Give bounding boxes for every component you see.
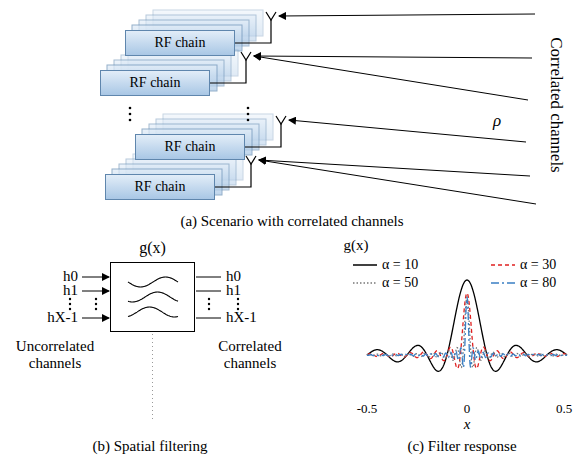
tick-label: 0 (464, 402, 471, 417)
filter-box: g(x) (110, 262, 195, 332)
channel-arrow (254, 56, 532, 58)
channel-name: hX-1 (226, 309, 257, 326)
channel-arrow (289, 120, 526, 142)
filter-name: g(x) (139, 239, 166, 257)
filter-ground (110, 262, 195, 332)
ellipsis-dot (95, 298, 97, 300)
axis-title: x (464, 416, 471, 433)
channel-arrow (259, 160, 530, 176)
rf-chain-box: RF chain (105, 174, 215, 200)
box-label: RF chain (165, 139, 216, 155)
legend-sample (490, 260, 516, 270)
tick-label: -0.5 (357, 402, 378, 417)
sinc-curve (367, 280, 567, 371)
output-line (196, 318, 221, 319)
ellipsis-dot (129, 113, 132, 116)
channel-name: h1 (226, 282, 241, 299)
legend-sample (352, 260, 378, 270)
legend-line (353, 282, 377, 284)
legend-line (491, 264, 515, 266)
antenna-symbol (241, 52, 251, 60)
axis-title: Correlated channels (546, 37, 566, 172)
legend-line (491, 282, 515, 284)
caption: (b) Spatial filtering (93, 438, 208, 455)
tick-label: 0.5 (556, 402, 572, 417)
ellipsis-dot (208, 298, 210, 300)
channel-arrow (259, 160, 536, 204)
ellipsis-dot (237, 303, 239, 305)
antenna-feed (215, 164, 251, 187)
output-line (196, 277, 221, 278)
sinc-curve (367, 293, 567, 369)
ellipsis-dot (95, 303, 97, 305)
group-label: Correlated channels (204, 338, 296, 373)
channel-arrow (254, 56, 528, 100)
legend-text: α = 50 (382, 275, 418, 291)
legend-item: α = 50 (352, 275, 418, 291)
input-arrow (82, 277, 109, 278)
sinc-curve (367, 297, 567, 367)
ellipsis-dot (247, 119, 250, 122)
legend-sample (490, 278, 516, 288)
ellipsis-dot (69, 303, 71, 305)
ellipsis-dot (247, 113, 250, 116)
rf-chain-box: RF chain (135, 134, 245, 160)
antenna-symbol (276, 116, 286, 124)
channel-name: h1 (63, 282, 78, 299)
antenna-symbol (246, 156, 256, 164)
channel-name: hX-1 (47, 309, 78, 326)
box-label: RF chain (155, 35, 206, 51)
box-label: RF chain (130, 75, 181, 91)
box-label: RF chain (135, 179, 186, 195)
correlation-symbol: ρ (493, 111, 501, 131)
filter-wave (128, 292, 178, 302)
rf-chain-box: RF chain (125, 30, 235, 56)
antenna-feed (245, 124, 281, 147)
filter-wave (128, 277, 178, 287)
ellipsis-dot (129, 107, 132, 110)
ellipsis-dot (208, 303, 210, 305)
input-arrow (82, 318, 109, 319)
rf-chain-stacks (107, 10, 273, 195)
input-arrow (82, 291, 109, 292)
legend-item: α = 80 (490, 275, 556, 291)
axis-title: g(x) (344, 237, 369, 254)
antenna-symbol (266, 12, 276, 20)
caption: (c) Filter response (407, 438, 516, 455)
legend-item: α = 30 (490, 257, 556, 273)
rf-chain-box: RF chain (100, 70, 210, 96)
legend-sample (352, 278, 378, 288)
divider (152, 334, 153, 420)
ellipsis-dot (247, 107, 250, 110)
ellipsis-dot (129, 119, 132, 122)
antenna-feed (235, 20, 271, 43)
sinc-curve (367, 297, 567, 368)
ellipsis-dot (208, 308, 210, 310)
legend-line (353, 264, 377, 266)
legend-text: α = 10 (382, 257, 418, 273)
legend-text: α = 30 (520, 257, 556, 273)
output-line (196, 291, 221, 292)
group-label: Uncorrelated channels (9, 338, 101, 373)
legend-text: α = 80 (520, 275, 556, 291)
ellipsis-dot (95, 308, 97, 310)
channel-arrow (279, 14, 535, 16)
caption: (a) Scenario with correlated channels (180, 213, 403, 230)
legend-item: α = 10 (352, 257, 418, 273)
filter-wave (128, 307, 178, 317)
antenna-feed (210, 60, 246, 83)
